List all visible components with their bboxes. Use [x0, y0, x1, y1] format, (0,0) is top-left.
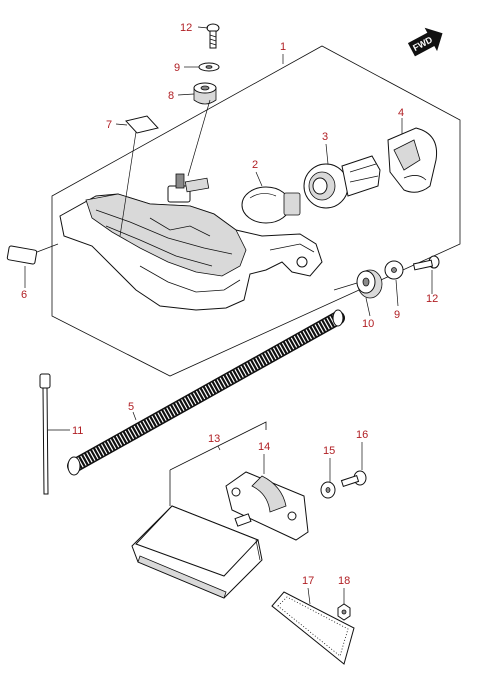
assembly-frame: [51, 45, 461, 377]
callout-13: 13: [208, 433, 220, 445]
socket-part: [303, 155, 381, 209]
callout-11: 11: [72, 425, 83, 437]
leader-lines: [24, 26, 433, 605]
grommet-part: [193, 82, 217, 105]
connector-part: [387, 127, 438, 193]
nut-part: [337, 603, 351, 621]
reflector-part: [271, 591, 355, 665]
tail-light-housing-part: [59, 173, 323, 311]
subassembly-frame: [169, 421, 267, 471]
callout-2: 2: [252, 159, 258, 171]
washer-part: [198, 62, 220, 72]
cushion-part: [6, 245, 38, 265]
washer-side-part: [384, 260, 404, 280]
callout-5: 5: [128, 401, 134, 413]
callout-18: 18: [338, 575, 350, 587]
callout-16: 16: [356, 429, 368, 441]
callout-7: 7: [106, 119, 112, 131]
cable-tie-part: [39, 373, 51, 495]
protector-coil-part: [67, 309, 345, 476]
callout-9-side: 9: [394, 309, 400, 321]
callout-4: 4: [398, 107, 404, 119]
label-sticker-part: [125, 115, 159, 134]
screw-side-part: [412, 255, 440, 271]
callout-3: 3: [322, 131, 328, 143]
callout-10: 10: [362, 318, 374, 330]
callout-6: 6: [21, 289, 27, 301]
callout-17: 17: [302, 575, 314, 587]
callout-12-side: 12: [426, 293, 438, 305]
callout-8: 8: [168, 90, 174, 102]
screw-plate-part: [340, 470, 367, 487]
callout-9-top: 9: [174, 62, 180, 74]
bulb-part: [241, 186, 301, 224]
screw-part: [206, 23, 220, 49]
fwd-arrow-icon: FWD: [407, 27, 443, 57]
license-lamp-part: [131, 505, 263, 599]
washer-plate-part: [320, 481, 336, 499]
callout-1: 1: [280, 41, 286, 53]
grommet-side-part: [356, 269, 383, 299]
bracket-part: [225, 471, 309, 541]
callout-14: 14: [258, 441, 270, 453]
callout-15: 15: [323, 445, 335, 457]
callout-12-top: 12: [180, 22, 192, 34]
